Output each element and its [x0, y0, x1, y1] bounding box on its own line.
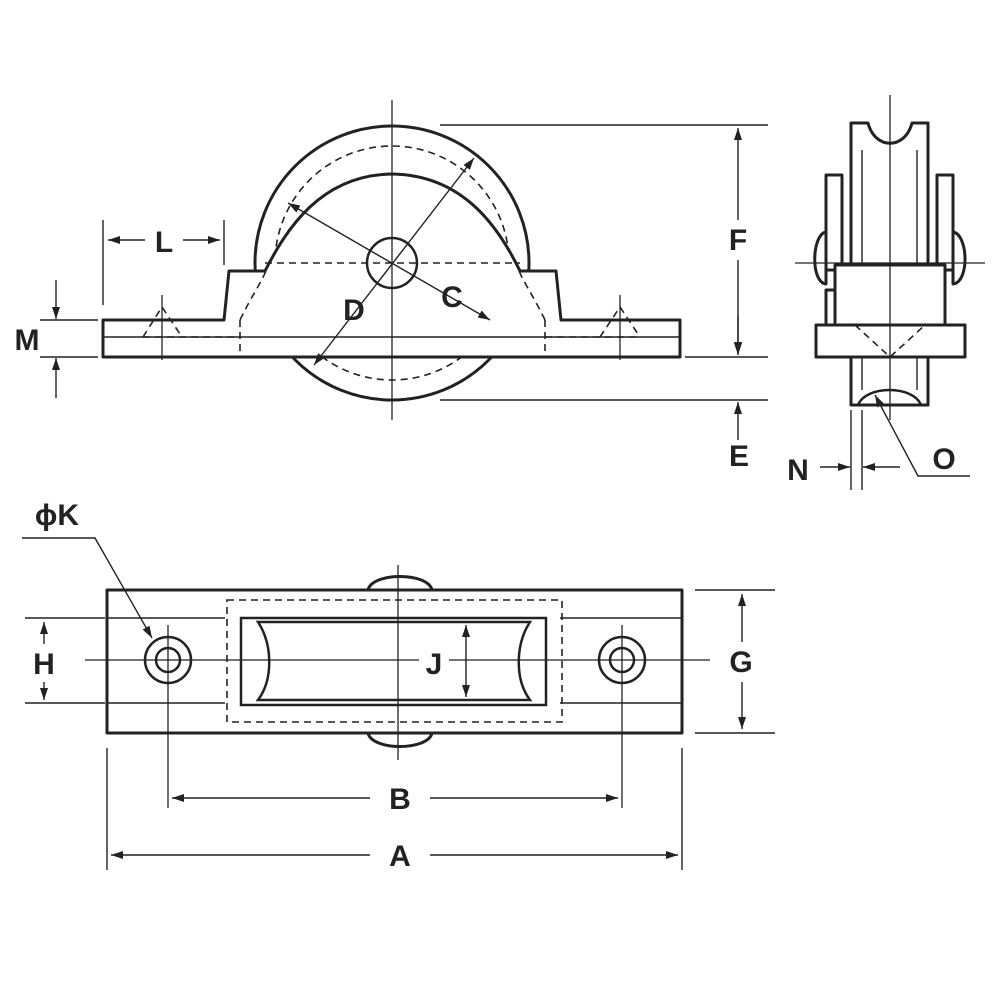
dim-n: [820, 410, 900, 490]
label-c: C: [441, 281, 463, 314]
dim-c-arrow: [313, 157, 475, 366]
label-a: A: [389, 840, 411, 873]
label-n: N: [787, 454, 809, 487]
label-h: H: [33, 648, 55, 681]
label-e: E: [729, 440, 749, 473]
label-k: ϕK: [35, 499, 79, 532]
top-view: [22, 537, 775, 875]
side-view: [795, 95, 985, 490]
dim-f: [440, 124, 768, 358]
dim-o-leader: [874, 394, 970, 477]
dim-b: [172, 778, 618, 818]
label-l: L: [155, 226, 173, 259]
front-view: [40, 100, 768, 440]
dim-e: [440, 315, 768, 440]
label-f: F: [729, 224, 747, 257]
label-o: O: [932, 443, 955, 476]
label-g: G: [729, 646, 752, 679]
label-d: D: [343, 294, 365, 327]
label-m: M: [15, 324, 40, 357]
label-j: J: [426, 648, 443, 681]
dim-k-leader: [22, 537, 153, 639]
dim-h: [25, 617, 105, 704]
label-b: B: [389, 783, 411, 816]
dimension-labels: L M D C F E N O ϕK H J G B A: [15, 224, 956, 873]
dim-a: [106, 748, 683, 875]
dim-g: [695, 589, 775, 734]
dim-l: [102, 220, 225, 305]
dim-m: [40, 280, 98, 398]
